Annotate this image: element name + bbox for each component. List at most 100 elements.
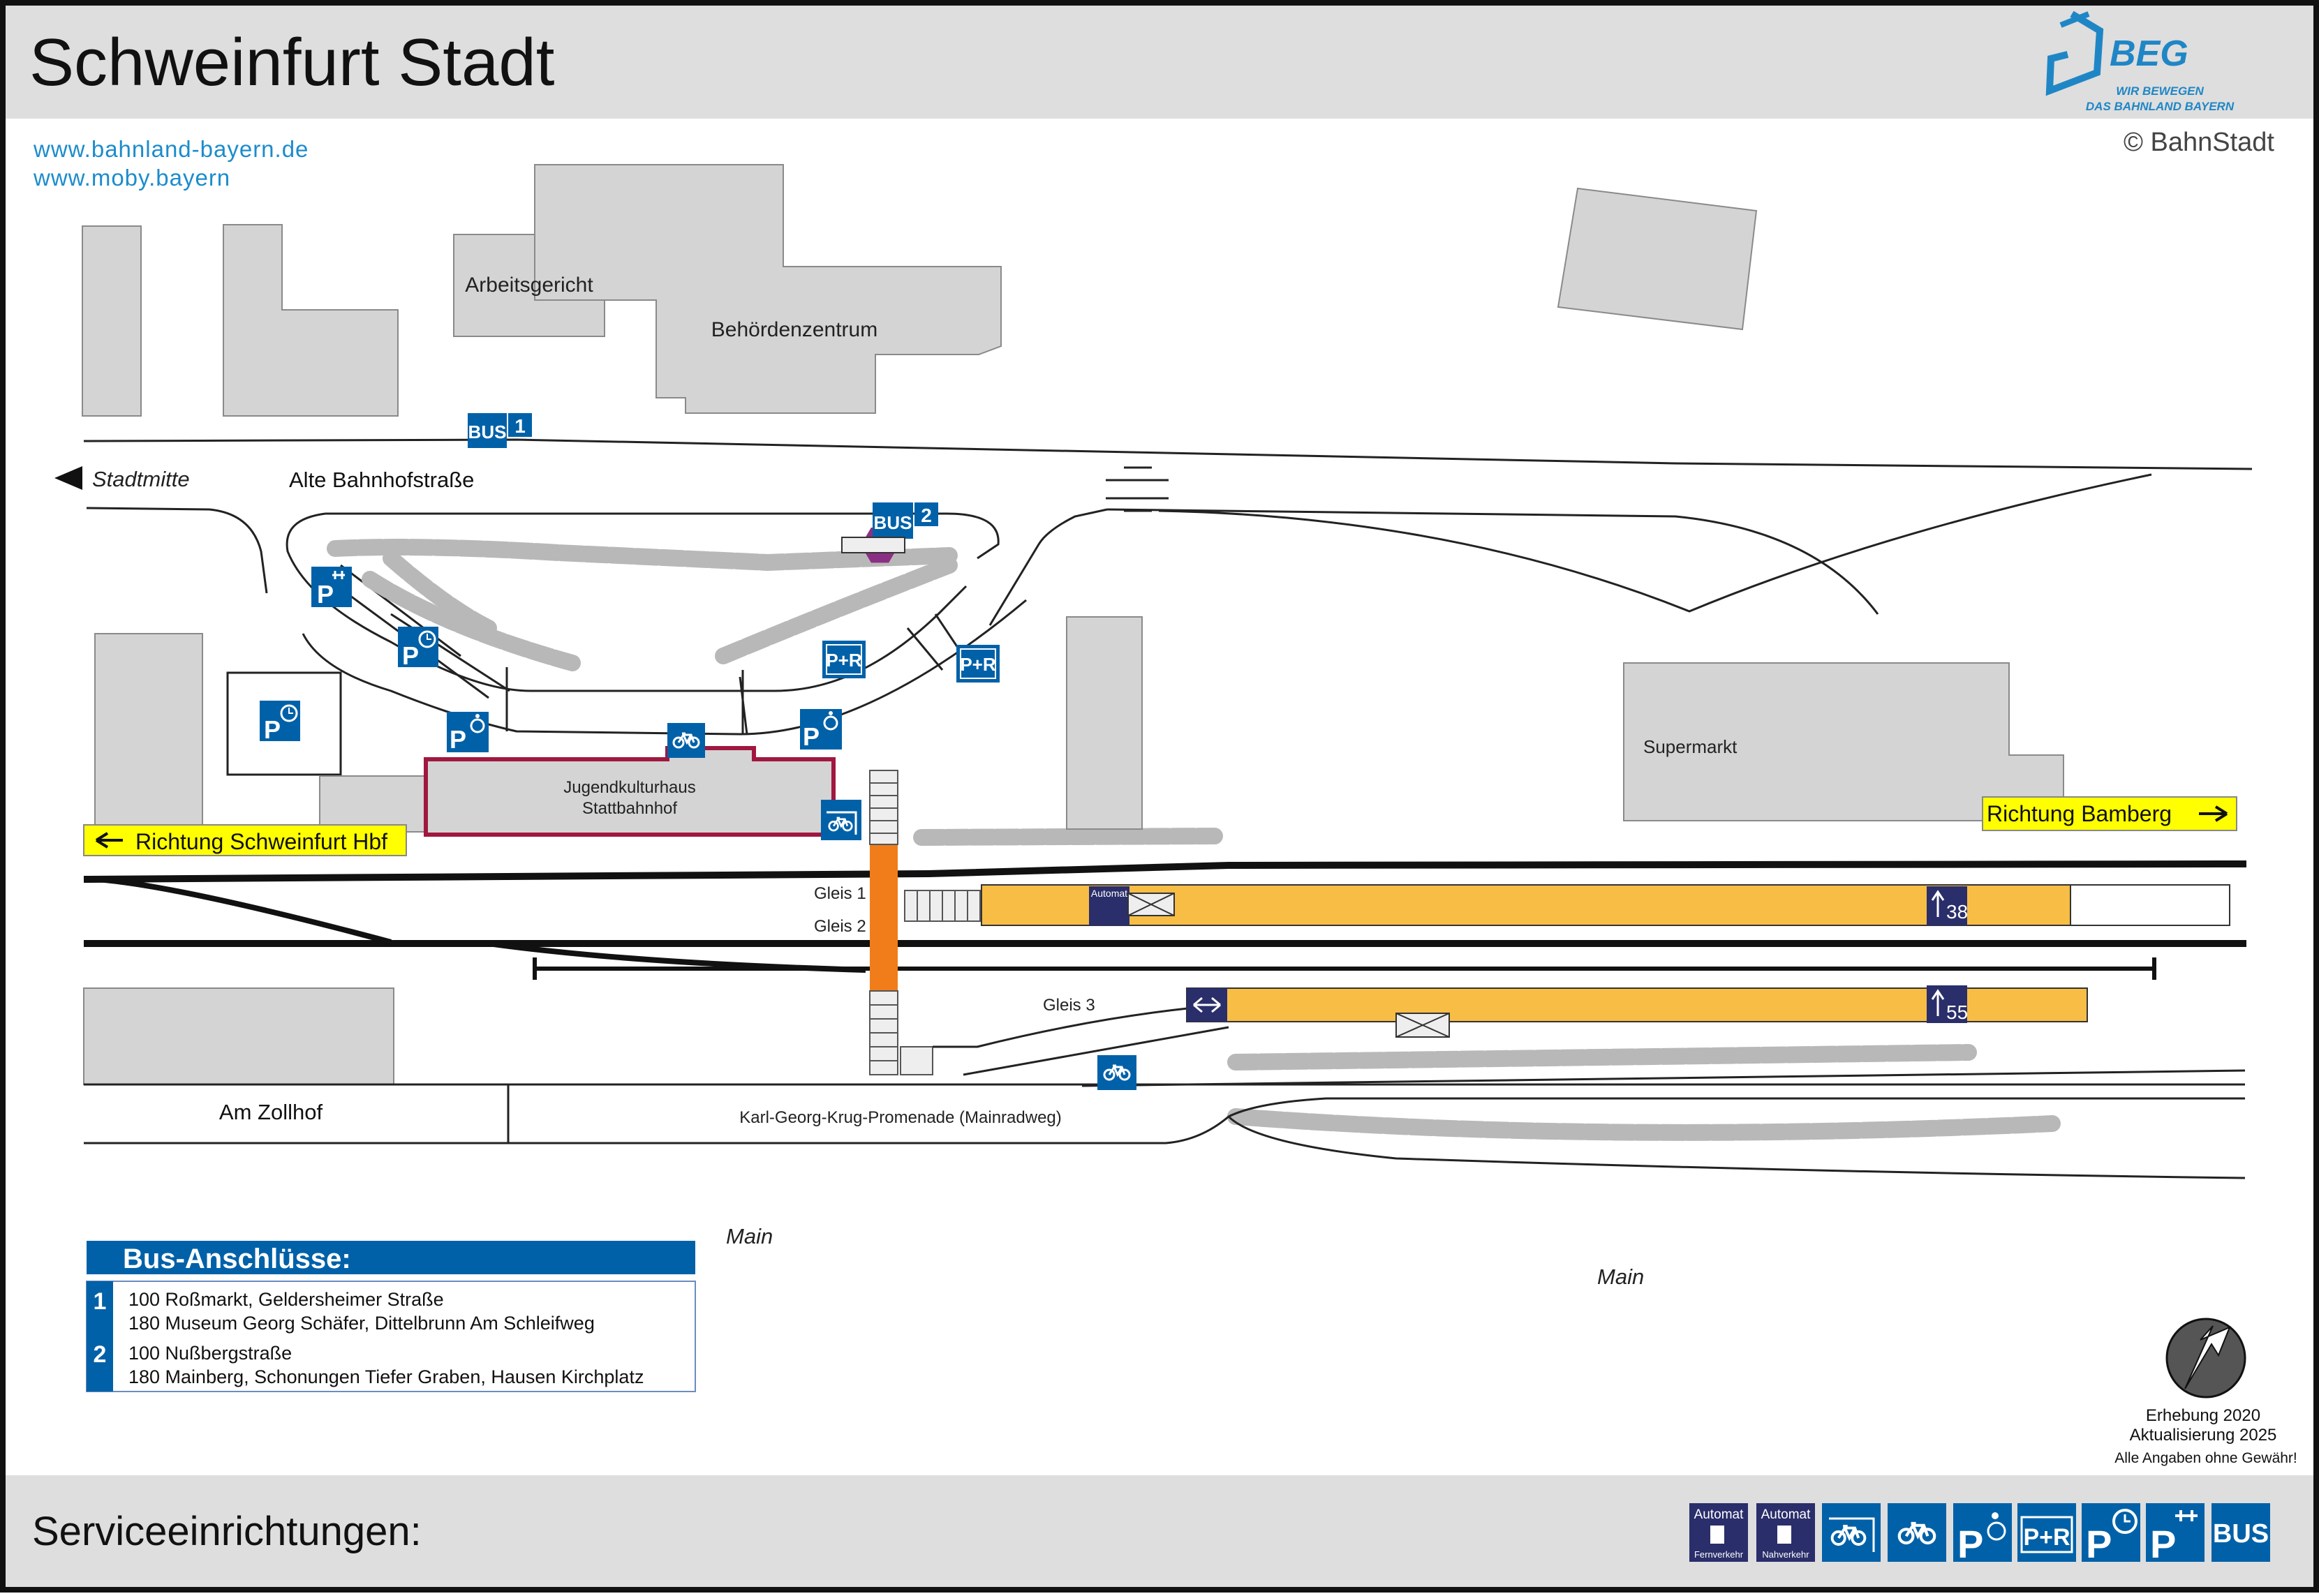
hedge-diagonal-2 bbox=[383, 550, 497, 636]
label-main-1: Main bbox=[726, 1224, 773, 1248]
park-and-ride-icon-2 bbox=[956, 645, 1000, 683]
bus-stop-1[interactable]: BUS 1 bbox=[468, 413, 532, 448]
label-gleis-2: Gleis 2 bbox=[814, 917, 866, 936]
legend-short-term-parking: P bbox=[2082, 1503, 2140, 1566]
label-arbeitsgericht: Arbeitsgericht bbox=[465, 274, 593, 297]
legend-automat-1: Automat bbox=[1694, 1507, 1744, 1522]
platform-height-55-label: 55 bbox=[1946, 1001, 1968, 1023]
beg-tagline-2: DAS BAHNLAND BAYERN bbox=[2086, 100, 2235, 113]
bus-box-stop-2-line-b: 180 Mainberg, Schonungen Tiefer Graben, … bbox=[128, 1366, 644, 1387]
ticket-machine-icon bbox=[1089, 886, 1129, 925]
ticket-machine-on-platform: Automat bbox=[1089, 886, 1129, 925]
road-curve-east bbox=[988, 508, 1108, 626]
disabled-parking-icon bbox=[447, 712, 489, 752]
legend-fernverkehr: Fernverkehr bbox=[1694, 1549, 1744, 1560]
arrow-stadtmitte-icon bbox=[54, 466, 82, 490]
roads-north bbox=[83, 438, 2253, 626]
ticket-machine-label: Automat bbox=[1091, 888, 1127, 899]
parking-loop-inner bbox=[302, 599, 1027, 736]
bus-stop-1-number: 1 bbox=[514, 415, 526, 437]
level-access-platform-3 bbox=[1187, 988, 1227, 1022]
arrow-up-icon-2 bbox=[1931, 989, 1945, 1016]
survey-line-1: Erhebung 2020 bbox=[2146, 1406, 2260, 1425]
bus-stop-2-number: 2 bbox=[921, 505, 932, 526]
track-switch-centre bbox=[488, 941, 866, 973]
ev-p-glyph: P bbox=[317, 580, 334, 609]
park-and-ride-map-1[interactable]: P+R bbox=[822, 641, 866, 678]
ev-charging-parking-map[interactable]: P bbox=[311, 567, 352, 609]
building-am-zollhof bbox=[83, 987, 394, 1085]
track-gleis-1 bbox=[83, 860, 2247, 883]
shelter-platform-3-cross bbox=[1395, 1013, 1450, 1038]
hedge-diagonal-3 bbox=[715, 557, 958, 664]
bus-shelter bbox=[841, 537, 905, 553]
disabled-parking-map-2[interactable]: P bbox=[800, 709, 842, 751]
bus-stop-1-label: BUS bbox=[468, 422, 507, 442]
sign-richtung-schweinfurt-hbf: Richtung Schweinfurt Hbf bbox=[83, 824, 407, 856]
legend-disabled-p: P bbox=[1957, 1522, 1983, 1566]
track-switch-west bbox=[97, 877, 392, 945]
legend-bus-text: BUS bbox=[2213, 1519, 2269, 1549]
beg-tagline-1: WIR BEWEGEN bbox=[2116, 84, 2204, 98]
vegetation bbox=[327, 539, 2061, 1141]
park-and-ride-icon bbox=[822, 641, 866, 678]
short-term-parking-map-2[interactable]: P bbox=[260, 701, 300, 744]
hedge-diagonal-1 bbox=[362, 571, 581, 671]
link-moby-bayern[interactable]: www.moby.bayern bbox=[33, 165, 230, 191]
bus-box-title: Bus-Anschlüsse: bbox=[123, 1244, 351, 1274]
platform-height-38: 38 bbox=[1927, 886, 1968, 925]
bus-legend-icon bbox=[2211, 1503, 2270, 1562]
disabled-parking-map-1[interactable]: P bbox=[447, 712, 489, 754]
label-stattbahnhof: Stattbahnhof bbox=[582, 799, 677, 818]
building-left bbox=[223, 224, 399, 417]
sign-richtung-bamberg: Richtung Bamberg bbox=[1982, 796, 2237, 831]
label-richtung-bamberg: Richtung Bamberg bbox=[1987, 801, 2172, 826]
legend-disabled-parking: P bbox=[1953, 1503, 2012, 1566]
label-gleis-1: Gleis 1 bbox=[814, 884, 866, 903]
bike-parking-map-2[interactable] bbox=[1097, 1055, 1136, 1090]
parking-separators bbox=[505, 667, 744, 734]
building-west-2 bbox=[94, 633, 203, 827]
park-and-ride-map-2[interactable]: P+R bbox=[956, 645, 1000, 683]
arrow-right-icon bbox=[2199, 805, 2228, 822]
platform-1-2-end bbox=[2070, 884, 2230, 926]
bus-box-stop-1-num: 1 bbox=[94, 1288, 107, 1315]
p-glyph-1: P bbox=[402, 641, 419, 670]
legend: Automat Fernverkehr Automat Nahverkehr P bbox=[1689, 1503, 2270, 1566]
legend-ticket-machine-regional: Automat Nahverkehr bbox=[1756, 1503, 1815, 1562]
legend-bike-parking bbox=[1888, 1503, 1946, 1562]
track-siding-ends bbox=[533, 957, 2156, 980]
link-bahnland-bayern[interactable]: www.bahnland-bayern.de bbox=[33, 136, 309, 162]
north-arrow-icon bbox=[2184, 1325, 2231, 1389]
bike-parking-map-1[interactable] bbox=[667, 723, 705, 758]
survey-line-3: Alle Angaben ohne Gewähr! bbox=[2114, 1450, 2297, 1466]
platform-height-38-label: 38 bbox=[1946, 901, 1968, 923]
pr-glyph-2: P+R bbox=[960, 654, 996, 675]
legend-ticket-machine-long-distance: Automat Fernverkehr bbox=[1689, 1503, 1748, 1562]
bus-stop-2-label: BUS bbox=[874, 512, 912, 533]
parking-loop-top bbox=[325, 512, 1000, 560]
label-promenade: Karl-Georg-Krug-Promenade (Mainradweg) bbox=[739, 1108, 1062, 1127]
short-term-parking-map-1[interactable]: P bbox=[398, 627, 438, 670]
building-supermarkt bbox=[1623, 662, 2064, 821]
bus-box-stop-2-num: 2 bbox=[94, 1341, 107, 1368]
legend-short-term-p: P bbox=[2086, 1522, 2112, 1566]
legend-ev-p: P bbox=[2150, 1522, 2176, 1566]
footer-label: Serviceeinrichtungen: bbox=[32, 1509, 422, 1554]
road-east bbox=[1106, 508, 1879, 615]
stairs bbox=[869, 770, 981, 1075]
bus-stop-2[interactable]: SEV BUS 2 bbox=[829, 502, 938, 563]
label-supermarkt: Supermarkt bbox=[1643, 736, 1738, 757]
platform-height-55: 55 bbox=[1927, 985, 1968, 1023]
disabled-parking-icon-2 bbox=[800, 709, 842, 749]
label-am-zollhof: Am Zollhof bbox=[219, 1100, 323, 1124]
platform-3-path-lower bbox=[963, 1026, 1229, 1076]
label-behoerdenzentrum: Behördenzentrum bbox=[711, 318, 877, 341]
hedge-south-2 bbox=[1227, 1108, 2061, 1141]
label-alte-bahnhofstrasse: Alte Bahnhofstraße bbox=[289, 468, 474, 492]
covered-bike-parking-map[interactable] bbox=[821, 800, 861, 840]
page-title: Schweinfurt Stadt bbox=[29, 25, 554, 100]
sev-label: SEV bbox=[829, 514, 866, 535]
